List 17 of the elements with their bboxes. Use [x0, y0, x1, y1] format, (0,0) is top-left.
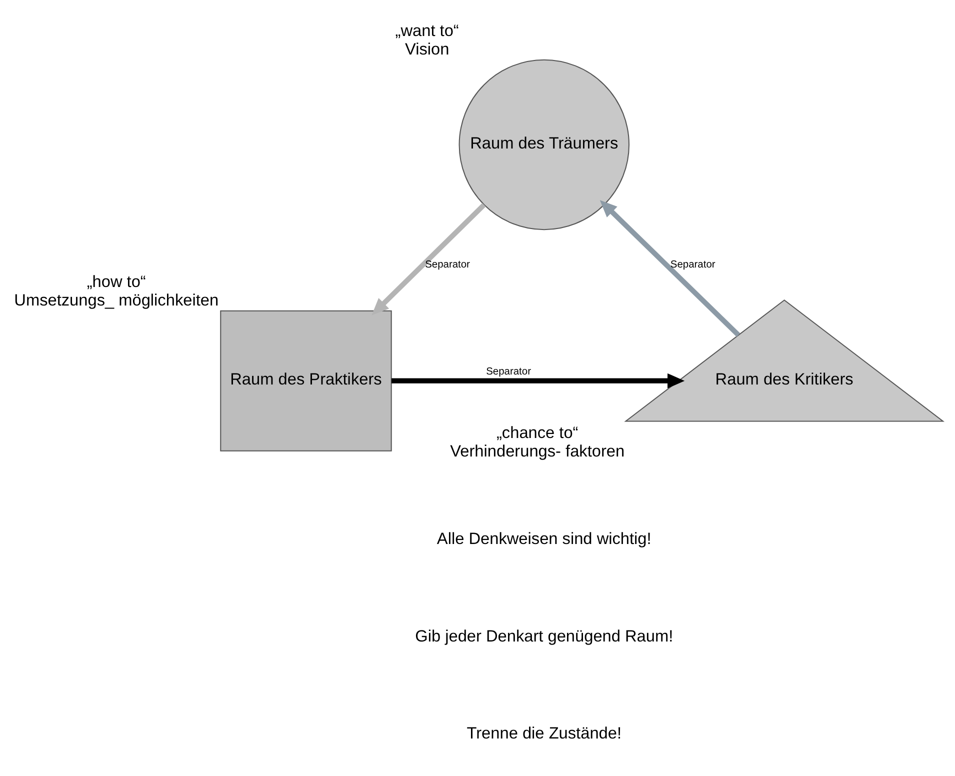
node-label: „want to“: [395, 22, 459, 40]
node-label: Verhinderungs- faktoren: [450, 442, 625, 460]
node-label: „chance to“: [496, 424, 578, 442]
node-label: „how to“: [86, 273, 146, 292]
node-label: Umsetzungs_ möglichkeiten: [14, 292, 219, 310]
arrow: [600, 200, 740, 337]
label: Gib jeder Denkart genügend Raum!: [415, 627, 674, 646]
label: Alle Denkweisen sind wichtig!: [436, 530, 652, 548]
edge-label: Separator: [425, 259, 470, 270]
arrow: [372, 203, 486, 316]
edge-label: Separator: [670, 259, 716, 270]
edge-label: Separator: [486, 366, 532, 378]
node-box: Raum des Praktikers: [220, 310, 392, 452]
node-label: Vision: [404, 40, 450, 59]
node-circle: Raum des Träumers: [458, 59, 630, 230]
label: Trenne die Zustände!: [466, 724, 622, 742]
arrow: [392, 373, 685, 388]
